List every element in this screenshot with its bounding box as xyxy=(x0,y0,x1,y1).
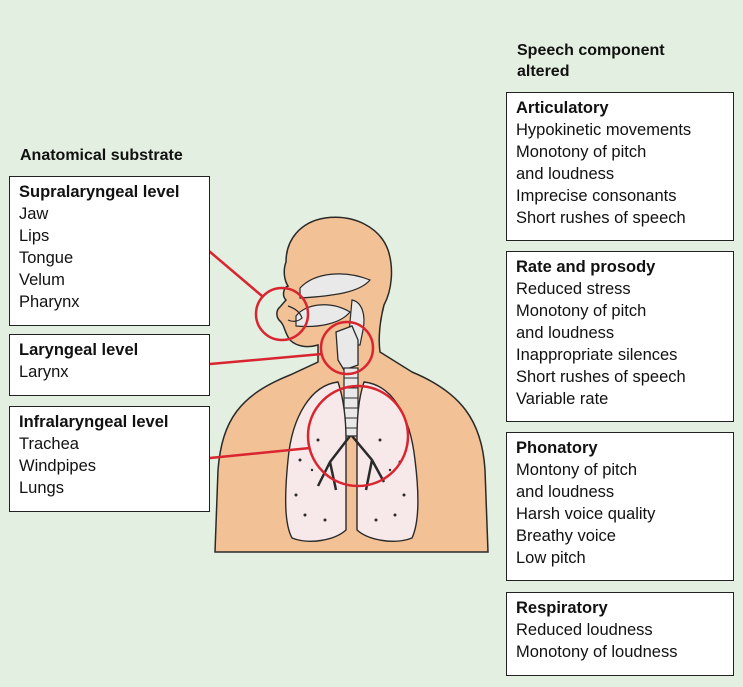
box-title: Supralaryngeal level xyxy=(19,183,180,201)
rate-prosody-box: Rate and prosody Reduced stress Monotony… xyxy=(506,251,734,422)
box-line: Reduced loudness xyxy=(516,621,653,639)
box-line: Montony of pitch xyxy=(516,461,638,479)
respiratory-box: Respiratory Reduced loudness Monotony of… xyxy=(506,592,734,676)
infralaryngeal-highlight-circle xyxy=(306,384,410,488)
bronchiole-dots xyxy=(294,438,406,522)
box-line: Short rushes of speech xyxy=(516,368,686,386)
infralaryngeal-connector xyxy=(209,446,311,460)
tongue xyxy=(295,304,351,328)
box-line: and loudness xyxy=(516,483,615,501)
box-line: Larynx xyxy=(19,363,69,381)
box-line: Low pitch xyxy=(516,549,586,567)
box-line: Windpipes xyxy=(19,457,97,475)
box-line: Trachea xyxy=(19,435,79,453)
box-line: Variable rate xyxy=(516,390,609,408)
articulatory-box: Articulatory Hypokinetic movements Monot… xyxy=(506,92,734,241)
laryngeal-highlight-circle xyxy=(319,320,375,376)
box-line: Short rushes of speech xyxy=(516,209,686,227)
box-title: Articulatory xyxy=(516,99,609,117)
box-line: Lungs xyxy=(19,479,64,497)
box-line: Monotony of loudness xyxy=(516,643,678,661)
box-line: Monotony of pitch xyxy=(516,302,647,320)
box-line: Inappropriate silences xyxy=(516,346,678,364)
larynx xyxy=(335,325,359,371)
laryngeal-box: Laryngeal level Larynx xyxy=(9,334,210,396)
box-line: Imprecise consonants xyxy=(516,187,677,205)
box-line: Hypokinetic movements xyxy=(516,121,692,139)
supralaryngeal-highlight-circle xyxy=(254,286,310,342)
speech-component-heading-line2: altered xyxy=(517,63,570,80)
phonatory-box: Phonatory Montony of pitch and loudness … xyxy=(506,432,734,581)
nasal-cavity xyxy=(299,273,371,299)
box-line: Reduced stress xyxy=(516,280,631,298)
box-line: Pharynx xyxy=(19,293,80,311)
box-line: Tongue xyxy=(19,249,74,267)
box-line: Monotony of pitch xyxy=(516,143,647,161)
laryngeal-connector xyxy=(209,352,323,366)
box-line: Breathy voice xyxy=(516,527,616,545)
box-line: Jaw xyxy=(19,205,49,223)
lips xyxy=(287,305,303,322)
box-title: Phonatory xyxy=(516,439,598,457)
box-title: Infralaryngeal level xyxy=(19,413,169,431)
box-title: Laryngeal level xyxy=(19,341,139,359)
box-title: Rate and prosody xyxy=(516,258,656,276)
speech-component-heading: Speech component altered xyxy=(517,40,665,82)
bronchi xyxy=(316,435,386,491)
box-line: and loudness xyxy=(516,324,615,342)
anatomical-substrate-heading: Anatomical substrate xyxy=(20,147,183,164)
box-line: Lips xyxy=(19,227,50,245)
box-line: Velum xyxy=(19,271,65,289)
infralaryngeal-box: Infralaryngeal level Trachea Windpipes L… xyxy=(9,406,210,512)
box-title: Respiratory xyxy=(516,599,608,617)
supralaryngeal-box: Supralaryngeal level Jaw Lips Tongue Vel… xyxy=(9,176,210,326)
box-line: and loudness xyxy=(516,165,615,183)
box-line: Harsh voice quality xyxy=(516,505,656,523)
speech-component-heading-line1: Speech component xyxy=(517,42,665,59)
